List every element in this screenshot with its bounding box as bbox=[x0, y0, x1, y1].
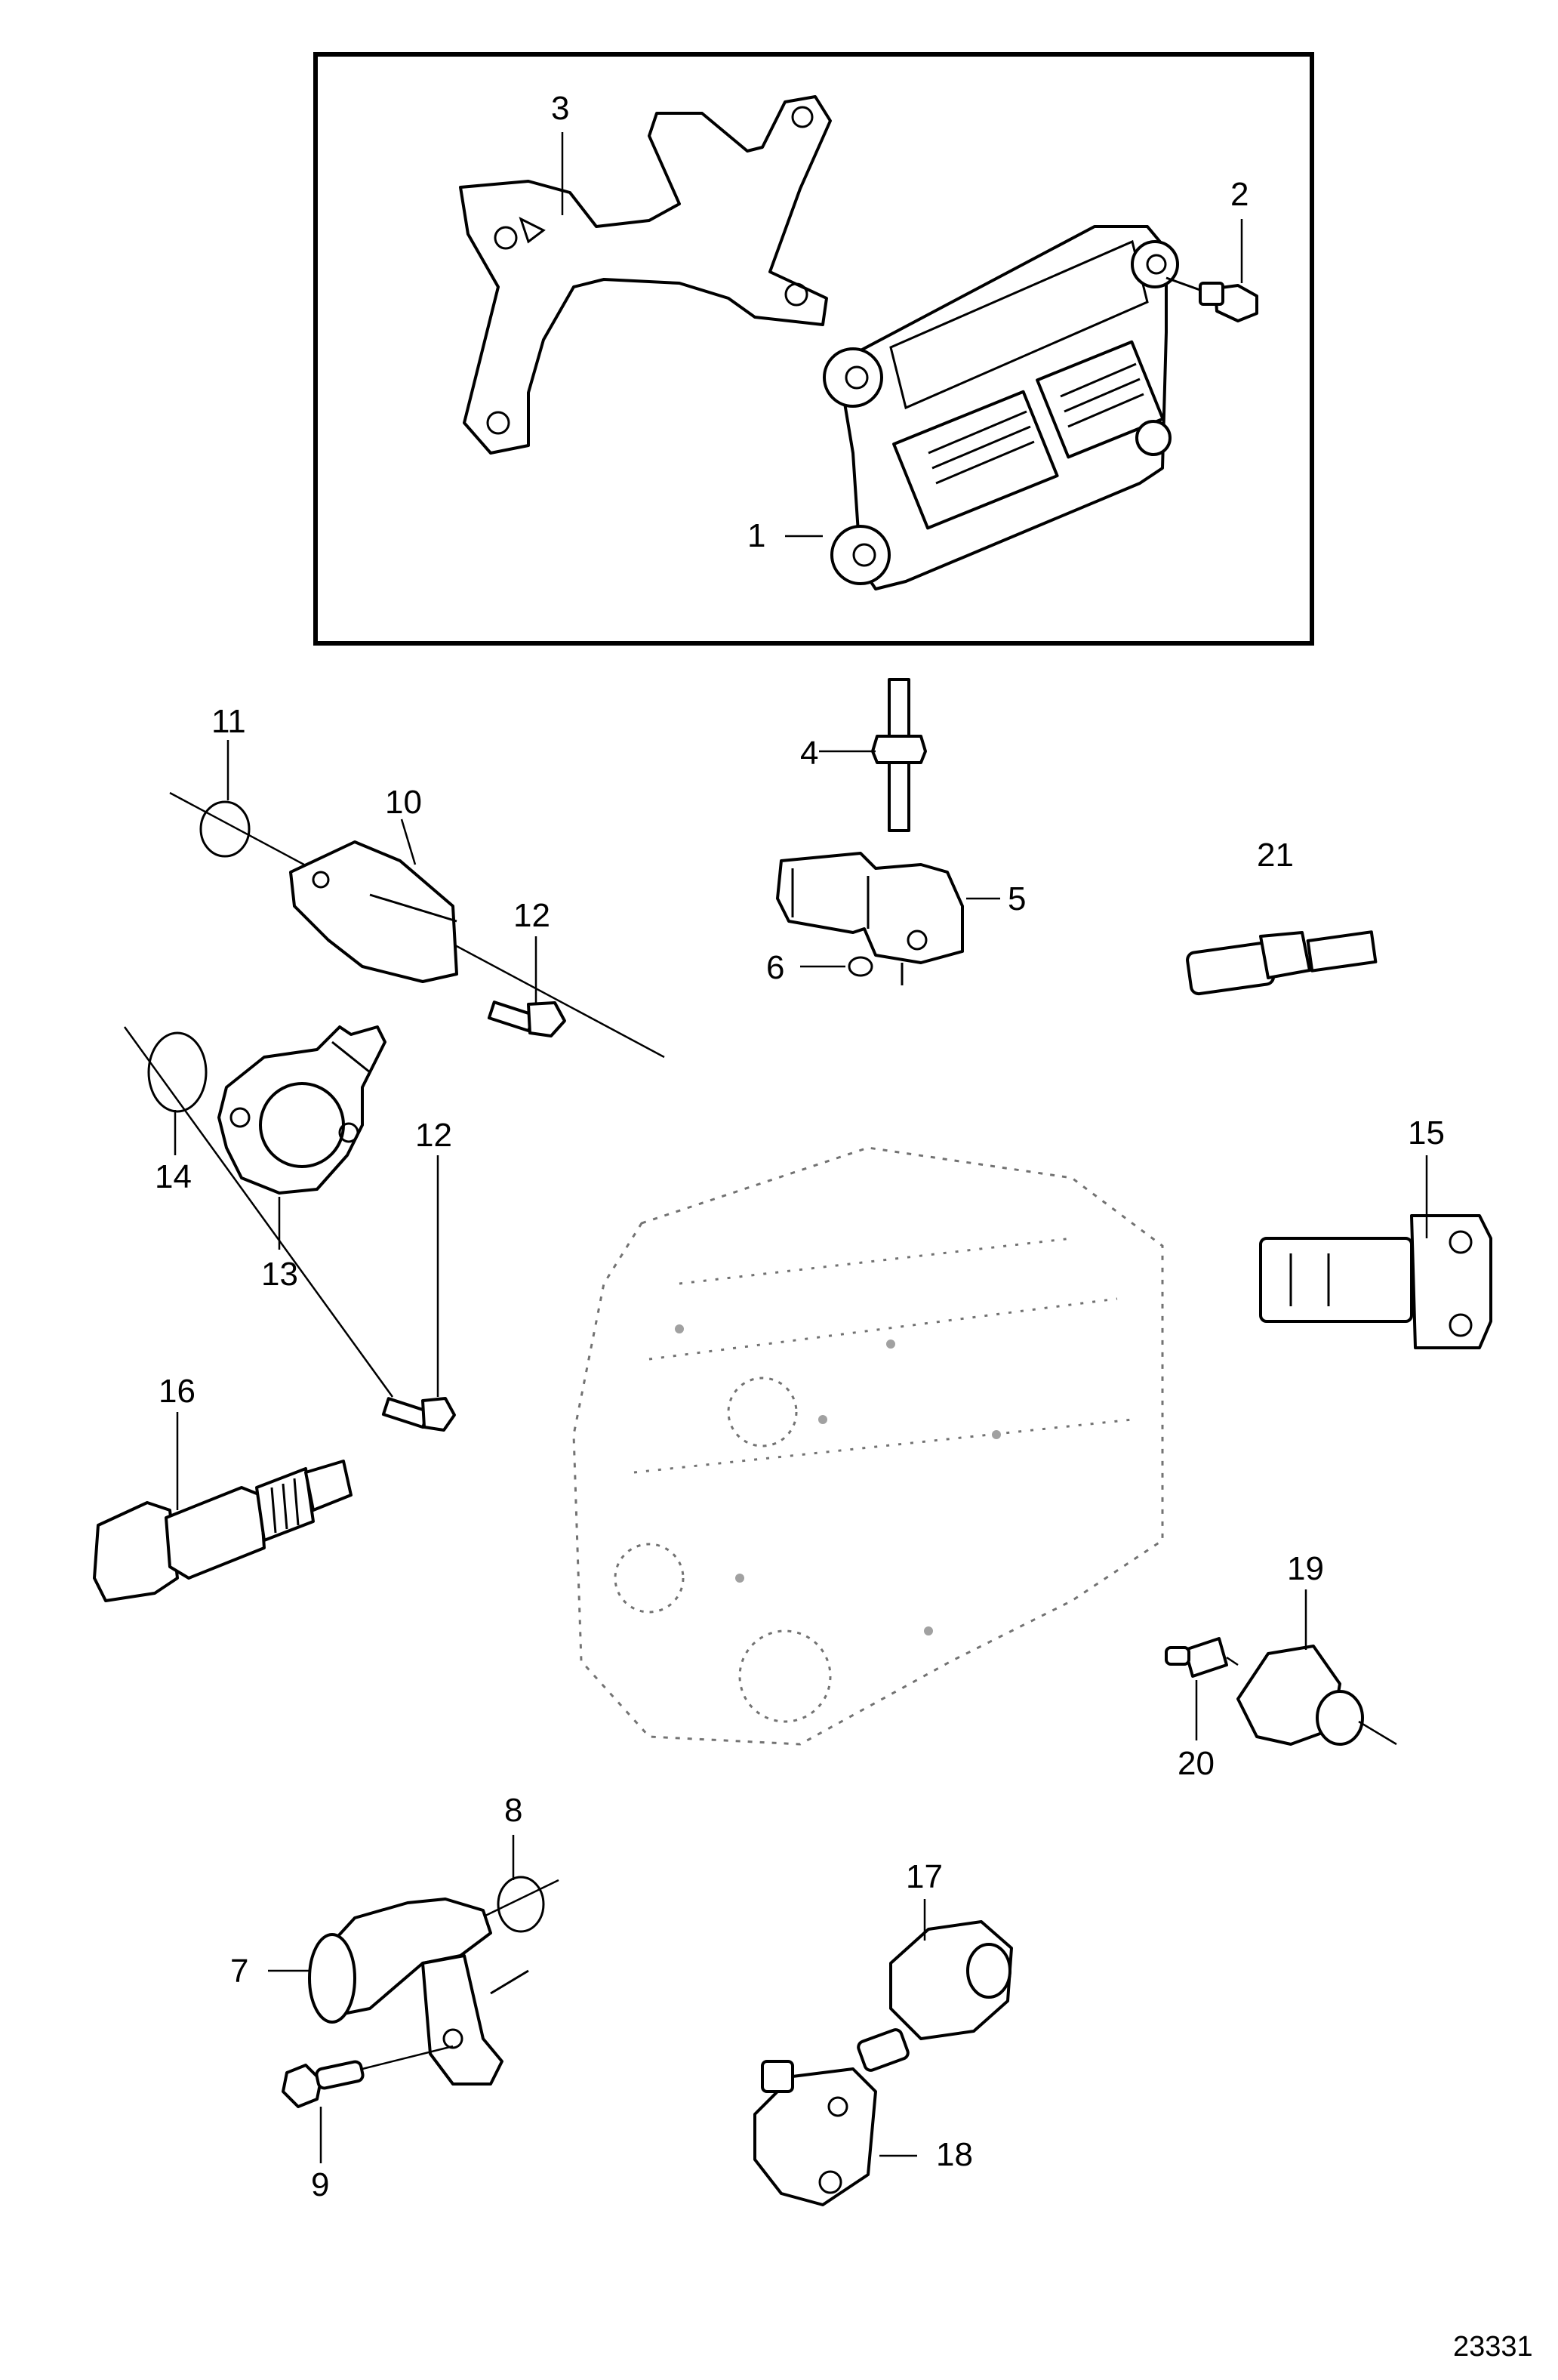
callout-label: 14 bbox=[155, 1158, 192, 1195]
callout-label: 21 bbox=[1257, 837, 1294, 874]
callout-label: 18 bbox=[936, 2136, 973, 2173]
sensor-7 bbox=[308, 1898, 529, 2086]
engine-background-sketch bbox=[572, 1146, 1164, 1746]
bolt-12-upper bbox=[487, 1000, 566, 1037]
electronic-control-unit bbox=[823, 225, 1179, 590]
callout-label: 20 bbox=[1178, 1745, 1215, 1782]
o-ring-11 bbox=[199, 800, 251, 858]
callout-label: 12 bbox=[415, 1117, 452, 1154]
sensor-15 bbox=[1259, 1214, 1492, 1349]
o-ring-6 bbox=[848, 956, 873, 977]
adapter-20 bbox=[1165, 1637, 1239, 1678]
callout-labels: 1 2 3 4 5 6 7 8 9 10 11 12 12 13 14 15 1… bbox=[155, 90, 1445, 2203]
valve-13 bbox=[217, 1025, 386, 1195]
callout-label: 16 bbox=[159, 1373, 196, 1410]
callout-label: 9 bbox=[311, 2166, 329, 2203]
callout-label: 3 bbox=[551, 90, 569, 127]
callout-label: 8 bbox=[504, 1792, 522, 1829]
sensor-10 bbox=[289, 840, 458, 983]
callout-label: 13 bbox=[261, 1256, 298, 1293]
sensor-16 bbox=[93, 1460, 353, 1602]
callout-label: 11 bbox=[211, 703, 246, 740]
callout-label: 5 bbox=[1008, 880, 1026, 917]
temperature-sensor-21 bbox=[1186, 930, 1378, 996]
sensor-19 bbox=[1236, 1645, 1397, 1746]
bolt-12-lower bbox=[381, 1397, 456, 1432]
callout-label: 15 bbox=[1408, 1114, 1445, 1151]
callout-label: 1 bbox=[747, 517, 765, 554]
stud bbox=[871, 678, 927, 832]
control-unit-inset-frame bbox=[313, 52, 1314, 646]
callout-leaders bbox=[174, 132, 1428, 2163]
callout-label: 10 bbox=[385, 784, 422, 821]
adapter-18 bbox=[753, 2060, 877, 2206]
sensor-5 bbox=[776, 852, 964, 985]
callout-label: 7 bbox=[230, 1953, 248, 1990]
o-ring-8 bbox=[497, 1876, 545, 1933]
callout-label: 19 bbox=[1287, 1550, 1324, 1587]
callout-label: 17 bbox=[906, 1858, 943, 1895]
callout-label: 4 bbox=[800, 735, 818, 772]
callout-label: 2 bbox=[1230, 176, 1249, 213]
figure-id: 23331 bbox=[1453, 2331, 1533, 2363]
mounting-bracket bbox=[459, 95, 832, 455]
bolt-ecu bbox=[1165, 276, 1258, 322]
callout-label: 6 bbox=[766, 949, 784, 986]
o-ring-14 bbox=[147, 1031, 208, 1113]
pressure-sensor-17 bbox=[857, 1920, 1013, 2072]
bolt-9 bbox=[282, 2045, 454, 2108]
callout-label: 12 bbox=[513, 897, 550, 934]
